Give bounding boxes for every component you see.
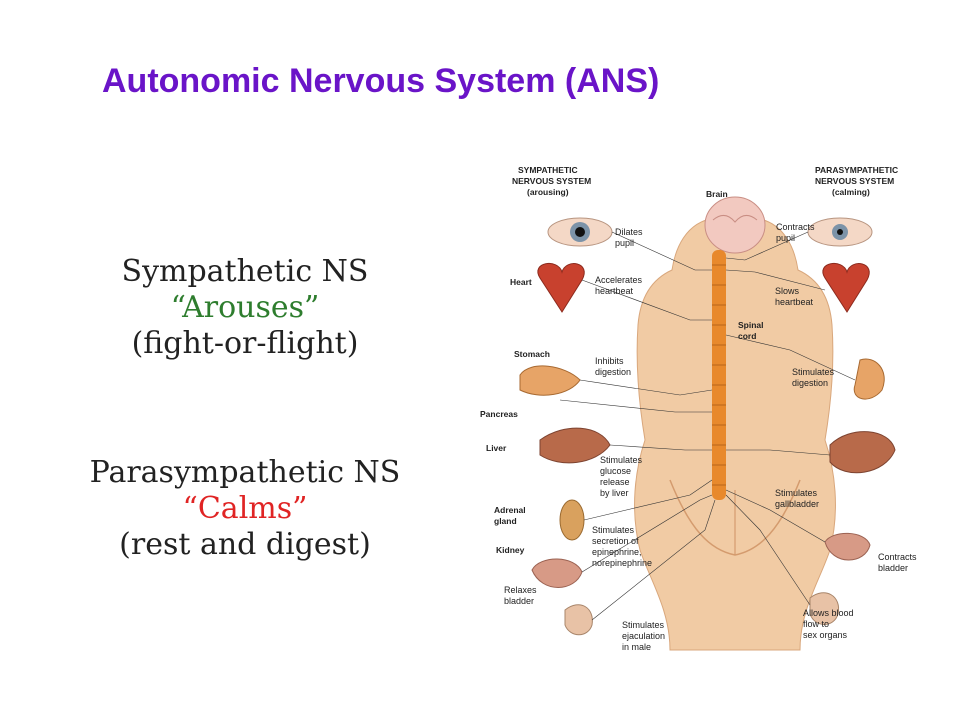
parasympathetic-quote: “Calms”	[182, 491, 308, 526]
para-digestion-1: Stimulates	[792, 367, 835, 377]
sym-pupil-2: pupil	[615, 238, 634, 248]
para-bladder-2: bladder	[878, 563, 908, 573]
parasympathetic-block: Parasympathetic NS “Calms” (rest and dig…	[55, 455, 435, 563]
human-body-illustration	[634, 217, 836, 651]
adrenal-label-2: gland	[494, 516, 517, 526]
parasympathetic-desc: (rest and digest)	[119, 527, 371, 562]
sym-heart-2: heartbeat	[595, 286, 634, 296]
para-pupil-1: Contracts	[776, 222, 815, 232]
sym-digestion-1: Inhibits	[595, 356, 624, 366]
sym-bladder-1: Relaxes	[504, 585, 537, 595]
sym-heart-1: Accelerates	[595, 275, 643, 285]
right-bladder-illustration	[824, 532, 871, 561]
sympathetic-header-line-3: (arousing)	[527, 187, 569, 197]
sympathetic-desc: (fight-or-flight)	[131, 326, 359, 361]
left-eye-illustration	[547, 217, 613, 247]
sym-glucose-2: glucose	[600, 466, 631, 476]
sympathetic-header-line-1: SYMPATHETIC	[518, 165, 578, 175]
left-bladder-illustration	[531, 558, 583, 588]
sym-ejaculation-2: ejaculation	[622, 631, 665, 641]
sym-epinephrine-4: norepinephrine	[592, 558, 652, 568]
right-heart-illustration	[822, 263, 870, 313]
sympathetic-block: Sympathetic NS “Arouses” (fight-or-fligh…	[55, 254, 435, 362]
spinal-cord-label-1: Spinal	[738, 320, 764, 330]
sympathetic-quote: “Arouses”	[170, 290, 320, 325]
adrenal-label-1: Adrenal	[494, 505, 526, 515]
right-reproductive-illustration	[809, 592, 840, 625]
sym-bladder-2: bladder	[504, 596, 534, 606]
ans-anatomy-figure: SYMPATHETIC NERVOUS SYSTEM (arousing) PA…	[480, 165, 917, 652]
sym-pupil-1: Dilates	[615, 227, 643, 237]
parasympathetic-header-line-1: PARASYMPATHETIC	[815, 165, 898, 175]
right-eye-illustration	[807, 217, 873, 247]
left-heart-illustration	[537, 263, 585, 313]
sympathetic-header-line-2: NERVOUS SYSTEM	[512, 176, 591, 186]
nerve-lines	[559, 231, 856, 621]
page-title: Autonomic Nervous System (ANS)	[102, 62, 660, 100]
sym-glucose-1: Stimulates	[600, 455, 643, 465]
para-blood-1: Allows blood	[803, 608, 854, 618]
para-heart-1: Slows	[775, 286, 800, 296]
brain-illustration	[704, 196, 766, 254]
parasympathetic-header-line-3: (calming)	[832, 187, 870, 197]
sym-epinephrine-2: secretion of	[592, 536, 639, 546]
left-liver-illustration	[539, 427, 611, 464]
liver-label: Liver	[486, 443, 507, 453]
parasympathetic-header-line-2: NERVOUS SYSTEM	[815, 176, 894, 186]
sym-epinephrine-3: epinephrine,	[592, 547, 642, 557]
parasympathetic-name: Parasympathetic NS	[89, 455, 401, 490]
para-digestion-2: digestion	[792, 378, 828, 388]
para-gallbladder-1: Stimulates	[775, 488, 818, 498]
para-gallbladder-2: gallbladder	[775, 499, 819, 509]
spinal-cord-illustration	[712, 250, 726, 500]
heart-label: Heart	[510, 277, 532, 287]
para-heart-2: heartbeat	[775, 297, 814, 307]
sym-glucose-4: by liver	[600, 488, 629, 498]
kidney-label: Kidney	[496, 545, 525, 555]
left-reproductive-illustration	[564, 604, 593, 636]
right-stomach-illustration	[853, 358, 885, 400]
brain-label: Brain	[706, 189, 728, 199]
sym-glucose-3: release	[600, 477, 630, 487]
para-blood-2: flow to	[803, 619, 829, 629]
sympathetic-name: Sympathetic NS	[121, 254, 369, 289]
para-blood-3: sex organs	[803, 630, 848, 640]
stomach-label: Stomach	[514, 349, 550, 359]
sym-epinephrine-1: Stimulates	[592, 525, 635, 535]
sym-digestion-2: digestion	[595, 367, 631, 377]
left-stomach-illustration	[519, 365, 581, 396]
right-liver-illustration	[829, 431, 896, 474]
para-pupil-2: pupil	[776, 233, 795, 243]
sym-ejaculation-3: in male	[622, 642, 651, 652]
left-kidney-illustration	[559, 499, 585, 541]
sym-ejaculation-1: Stimulates	[622, 620, 665, 630]
pancreas-label: Pancreas	[480, 409, 518, 419]
spinal-cord-label-2: cord	[738, 331, 756, 341]
para-bladder-1: Contracts	[878, 552, 917, 562]
